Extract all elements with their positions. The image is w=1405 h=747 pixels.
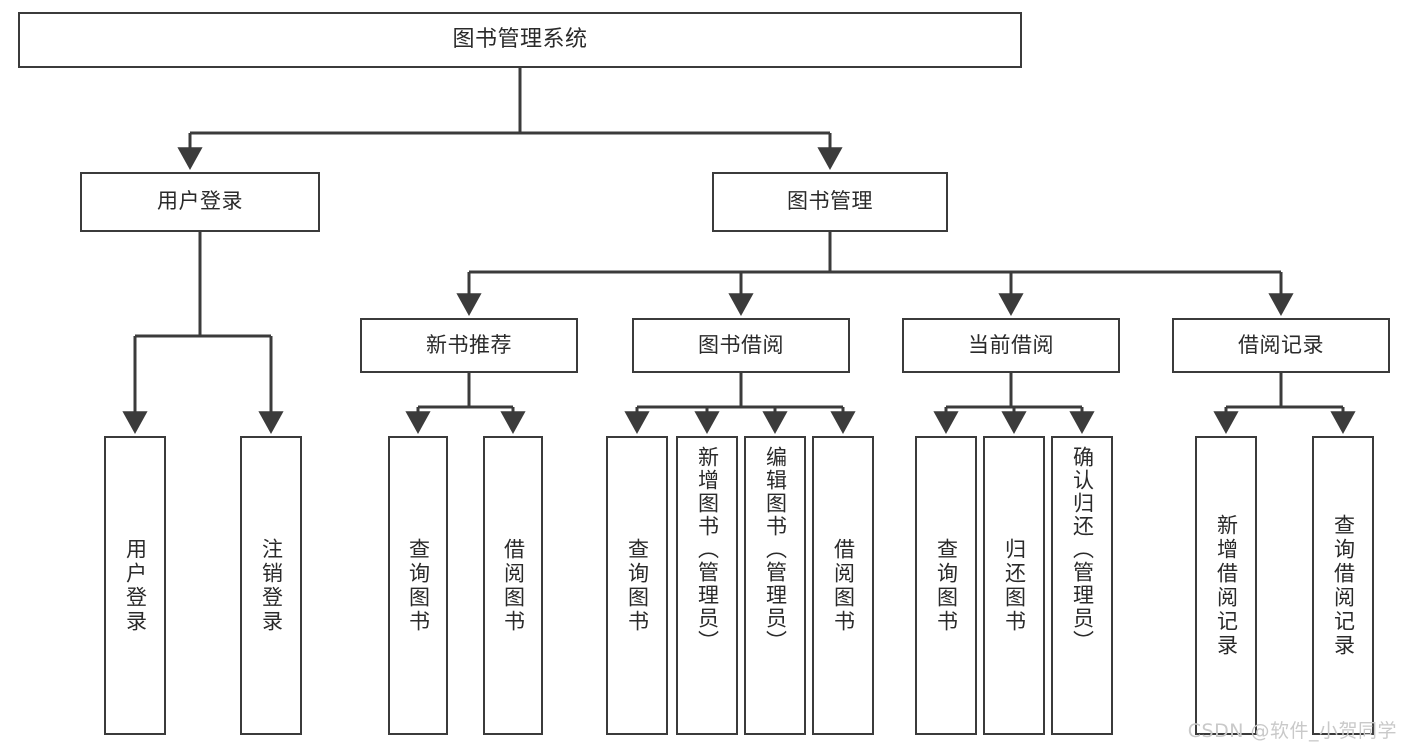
node-label: 借阅图书 xyxy=(501,537,526,634)
node-book-manage[interactable]: 图书管理 xyxy=(712,172,948,232)
node-leaf-query-borrow-record[interactable]: 查询借阅记录 xyxy=(1312,436,1374,735)
node-leaf-query-book-borrow[interactable]: 查询图书 xyxy=(606,436,668,735)
watermark-text: CSDN @软件_小贺同学 xyxy=(1187,720,1397,742)
node-leaf-user-logout[interactable]: 注销登录 xyxy=(240,436,302,735)
node-leaf-query-book-current[interactable]: 查询图书 xyxy=(915,436,977,735)
node-label: 图书管理系统 xyxy=(452,26,588,52)
node-current-borrow[interactable]: 当前借阅 xyxy=(902,318,1120,373)
node-label: 新书推荐 xyxy=(426,332,512,357)
node-new-book-recommend[interactable]: 新书推荐 xyxy=(360,318,578,373)
node-label: 查询图书 xyxy=(625,537,650,634)
node-label: 查询图书 xyxy=(934,537,959,634)
node-label: 用户登录 xyxy=(123,537,148,634)
node-label: 查询借阅记录 xyxy=(1331,513,1356,658)
node-leaf-confirm-return-admin[interactable]: 确认归还（管理员） xyxy=(1051,436,1113,735)
node-label: 新增图书（管理员） xyxy=(695,446,720,653)
node-leaf-return-book[interactable]: 归还图书 xyxy=(983,436,1045,735)
node-leaf-add-book-admin[interactable]: 新增图书（管理员） xyxy=(676,436,738,735)
node-leaf-user-login[interactable]: 用户登录 xyxy=(104,436,166,735)
node-leaf-borrow-book-borrow[interactable]: 借阅图书 xyxy=(812,436,874,735)
node-leaf-query-book-recommend[interactable]: 查询图书 xyxy=(388,436,448,735)
node-leaf-borrow-book-recommend[interactable]: 借阅图书 xyxy=(483,436,543,735)
node-label: 当前借阅 xyxy=(968,332,1054,357)
node-label: 借阅记录 xyxy=(1238,332,1324,357)
node-root-system[interactable]: 图书管理系统 xyxy=(18,12,1022,68)
node-label: 图书管理 xyxy=(787,189,873,214)
node-label: 编辑图书（管理员） xyxy=(763,446,788,653)
node-borrow-record[interactable]: 借阅记录 xyxy=(1172,318,1390,373)
node-label: 归还图书 xyxy=(1002,537,1027,634)
node-leaf-edit-book-admin[interactable]: 编辑图书（管理员） xyxy=(744,436,806,735)
node-label: 查询图书 xyxy=(406,537,431,634)
node-leaf-add-borrow-record[interactable]: 新增借阅记录 xyxy=(1195,436,1257,735)
node-label: 图书借阅 xyxy=(698,332,784,357)
node-label: 确认归还（管理员） xyxy=(1070,446,1095,653)
node-label: 注销登录 xyxy=(259,537,284,634)
node-user-login[interactable]: 用户登录 xyxy=(80,172,320,232)
node-label: 借阅图书 xyxy=(831,537,856,634)
node-label: 用户登录 xyxy=(157,189,243,214)
node-book-borrow[interactable]: 图书借阅 xyxy=(632,318,850,373)
node-label: 新增借阅记录 xyxy=(1214,513,1239,658)
